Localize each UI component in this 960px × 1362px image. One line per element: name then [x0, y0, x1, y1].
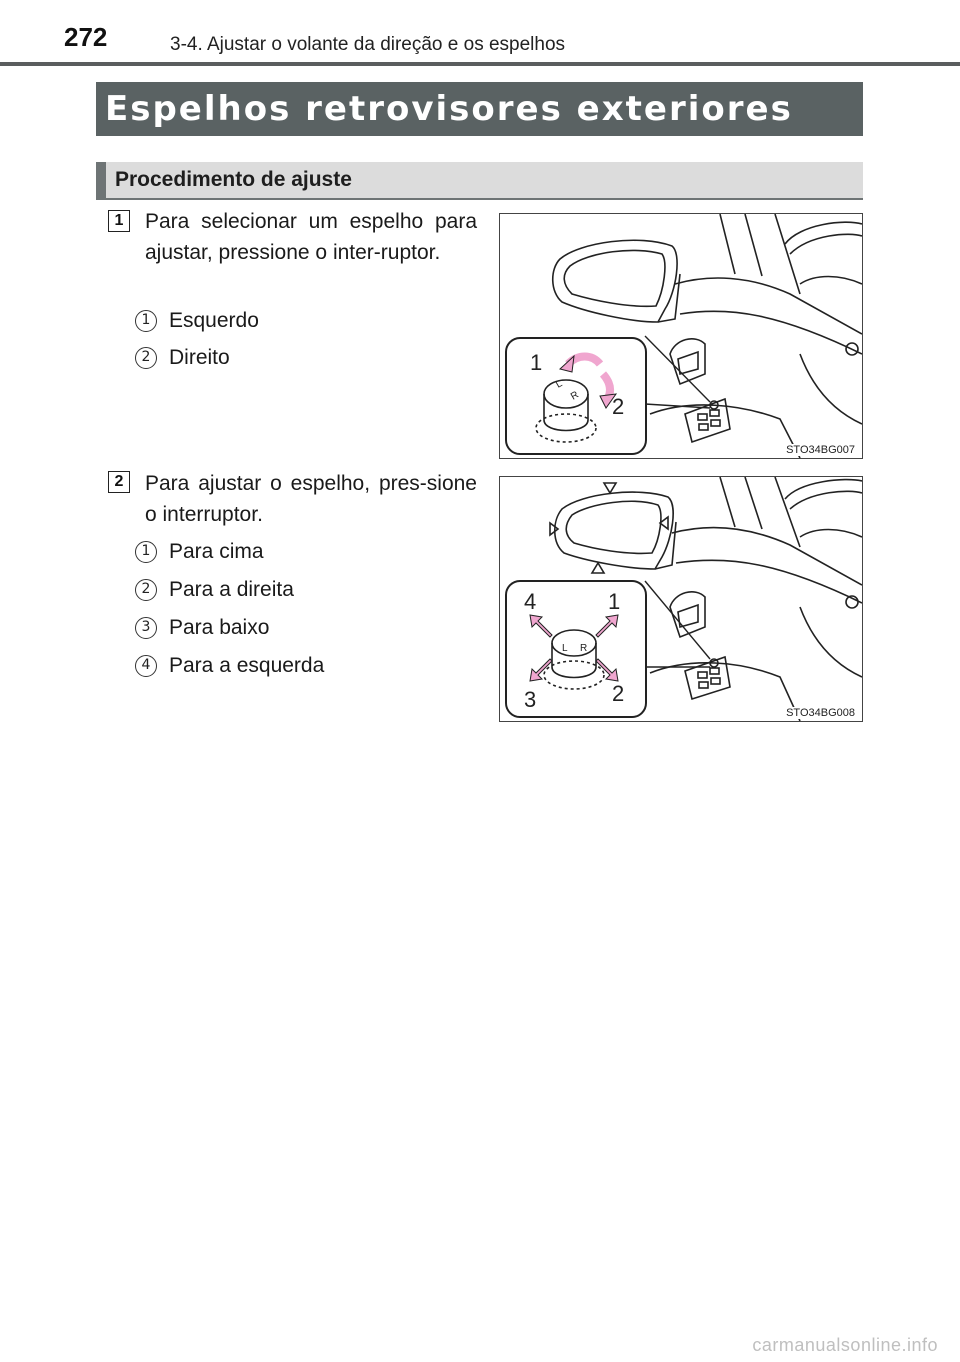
step-1-text: Para selecionar um espelho para ajustar,…: [145, 210, 477, 264]
callout-2: 2: [612, 394, 624, 419]
callout-4: 4: [524, 589, 536, 614]
switch-letter-l: L: [562, 643, 568, 654]
step-2-item-3: 3 Para baixo: [135, 613, 269, 643]
item-label: Para baixo: [169, 616, 270, 639]
watermark: carmanualsonline.info: [752, 1335, 938, 1355]
callout-1: 1: [530, 350, 542, 375]
item-number-badge: 1: [135, 541, 157, 563]
section-subtitle-text: Procedimento de ajuste: [115, 168, 352, 191]
item-label: Para cima: [169, 540, 264, 563]
header-divider: [0, 62, 960, 66]
item-label: Para a direita: [169, 578, 294, 601]
item-label: Esquerdo: [169, 309, 259, 332]
item-number-badge: 4: [135, 655, 157, 677]
callout-3: 3: [524, 687, 536, 712]
page-title: Espelhos retrovisores exteriores: [96, 82, 863, 136]
callout-2: 2: [612, 681, 624, 706]
figure-code: STO34BG007: [784, 444, 857, 456]
step-1-number: 1: [108, 210, 130, 232]
section-header: 3-4. Ajustar o volante da direção e os e…: [170, 34, 566, 55]
step-2-number: 2: [108, 471, 130, 493]
item-number-badge: 1: [135, 310, 157, 332]
switch-letter-l: L: [554, 378, 565, 391]
step-2-item-1: 1 Para cima: [135, 537, 264, 567]
figure-mirror-adjust: L R 4 1 3 2 STO34BG008: [499, 476, 863, 722]
page-title-text: Espelhos retrovisores exteriores: [105, 89, 793, 129]
callout-1: 1: [608, 589, 620, 614]
step-2-text: Para ajustar o espelho, pres-sione o int…: [145, 472, 477, 526]
switch-letter-r: R: [569, 389, 581, 402]
figure-mirror-select: L R 1 2 STO34BG007: [499, 213, 863, 459]
step-1-item-2: 2 Direito: [135, 343, 230, 373]
page-number: 272: [64, 22, 108, 52]
figure-code: STO34BG008: [784, 707, 857, 719]
switch-letter-r: R: [580, 643, 587, 654]
mirror-adjust-illustration: L R 4 1 3 2: [505, 477, 862, 721]
mirror-select-illustration: L R 1 2: [505, 214, 862, 458]
item-number-badge: 3: [135, 617, 157, 639]
section-subtitle: Procedimento de ajuste: [96, 162, 863, 200]
step-1-item-1: 1 Esquerdo: [135, 306, 259, 336]
item-number-badge: 2: [135, 579, 157, 601]
step-2-item-4: 4 Para a esquerda: [135, 651, 324, 681]
item-label: Para a esquerda: [169, 654, 325, 677]
item-number-badge: 2: [135, 347, 157, 369]
step-2-item-2: 2 Para a direita: [135, 575, 294, 605]
item-label: Direito: [169, 346, 230, 369]
